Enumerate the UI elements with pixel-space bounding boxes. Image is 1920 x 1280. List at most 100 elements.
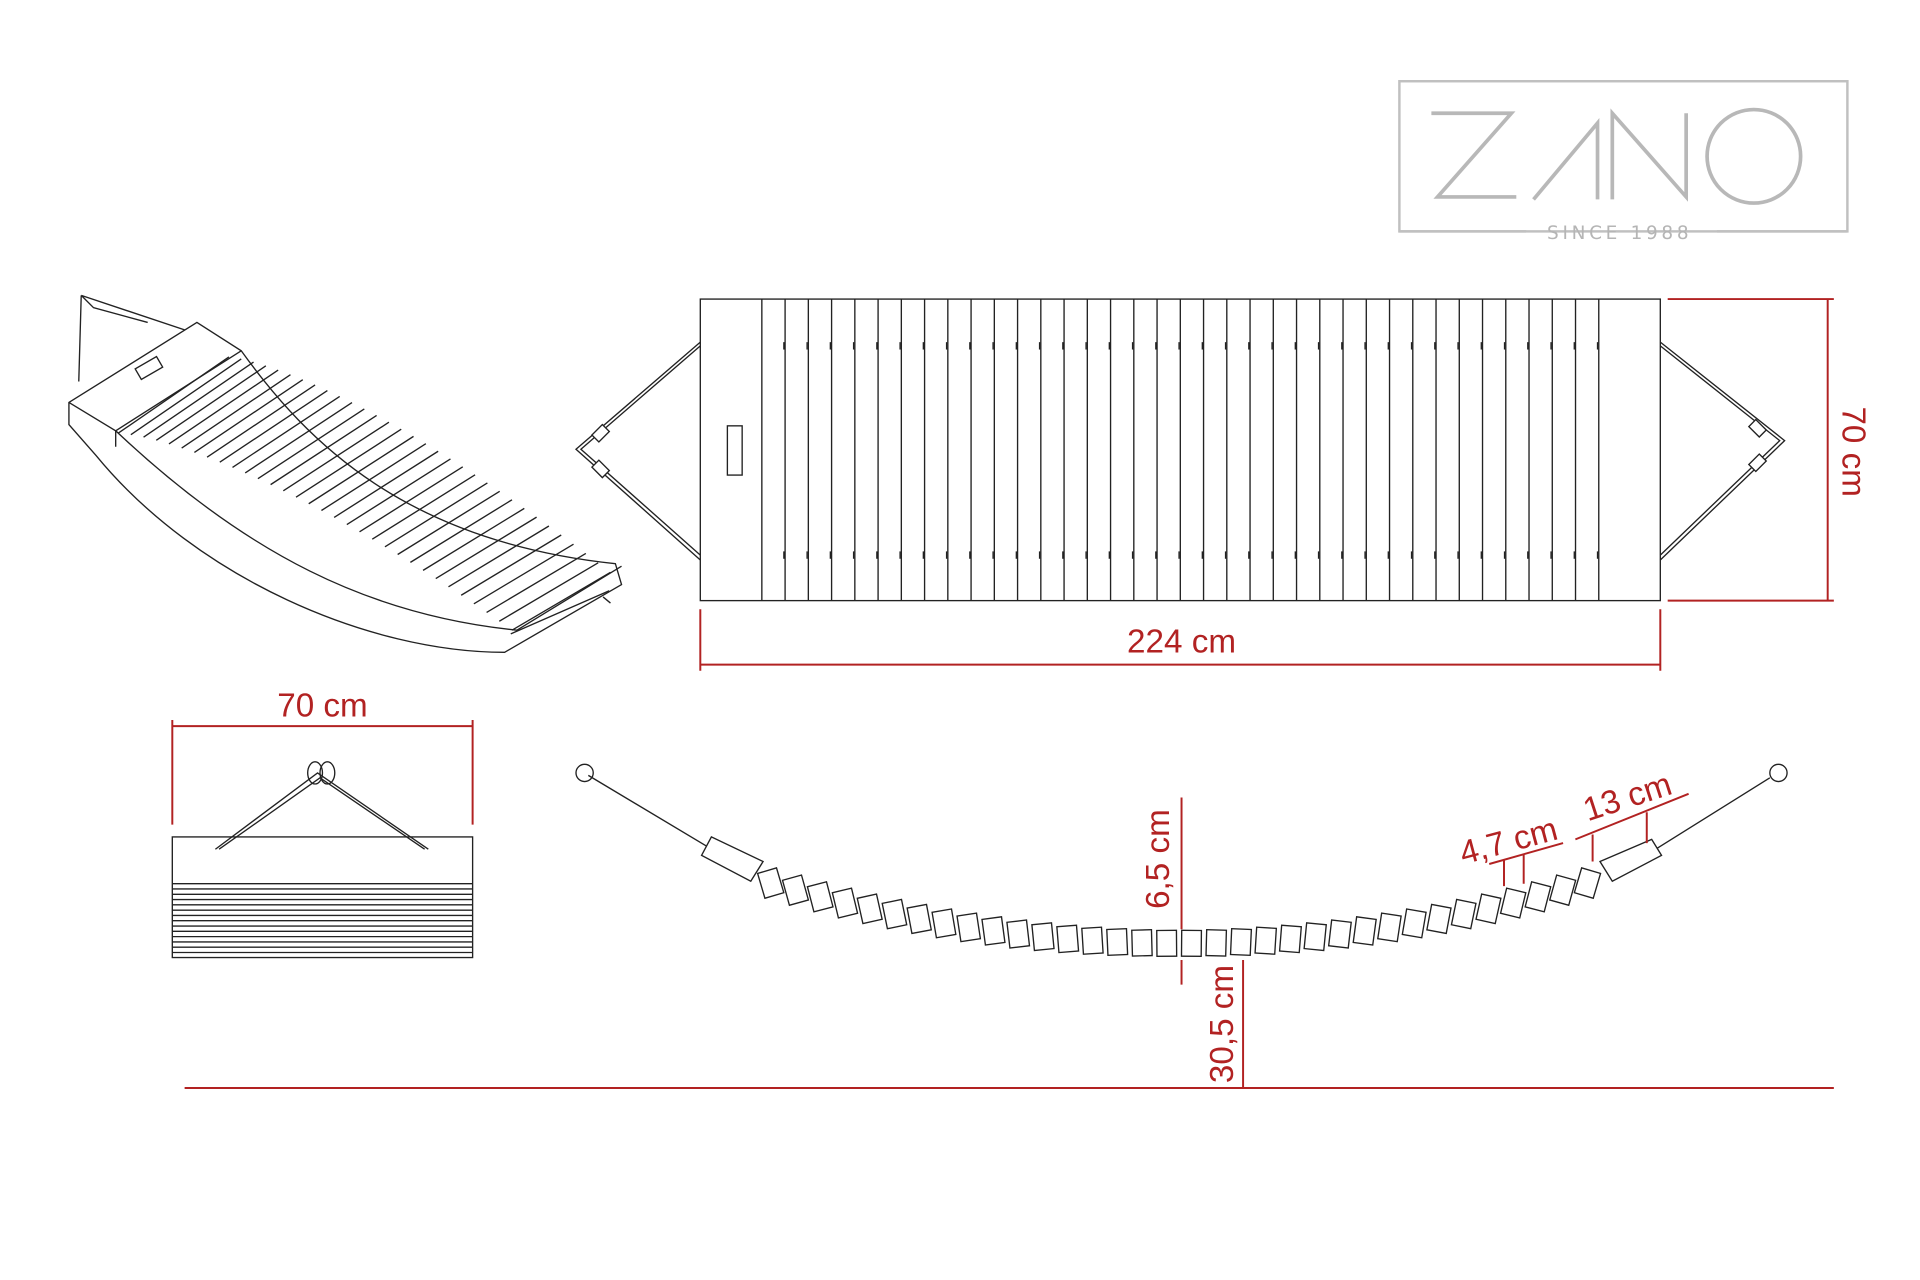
side-slat: [1573, 867, 1602, 900]
perspective-slat: [460, 534, 562, 596]
side-slat: [1426, 903, 1452, 935]
perspective-slat: [181, 374, 291, 449]
side-view: [575, 763, 1788, 958]
right-clamp: [1747, 418, 1768, 438]
side-slat: [806, 880, 834, 913]
perspective-slat: [308, 435, 414, 505]
perspective-cables: [78, 294, 185, 382]
perspective-slat: [346, 458, 451, 526]
left-clamp: [590, 423, 611, 443]
perspective-slat: [295, 428, 402, 498]
perspective-slat: [257, 408, 365, 480]
perspective-slat: [155, 365, 267, 441]
side-slat: [756, 867, 785, 900]
side-slat: [831, 887, 859, 919]
side-slat: [1524, 880, 1552, 913]
perspective-slat: [397, 490, 501, 556]
side-slat: [1205, 929, 1228, 957]
side-slat: [1278, 924, 1303, 954]
side-slat: [981, 916, 1006, 946]
perspective-slat: [410, 499, 513, 563]
side-slat: [856, 893, 883, 925]
end-board-label: 13 cm: [1579, 766, 1676, 829]
left-eyelet: [575, 763, 594, 783]
side-cables: [587, 774, 1771, 853]
side-slat: [1327, 919, 1352, 949]
left-cable: [574, 341, 701, 561]
perspective-slat: [448, 525, 550, 588]
perspective-slat: [384, 482, 488, 548]
right-eyelet: [1769, 763, 1788, 783]
perspective-logo-badge: [134, 355, 164, 381]
perspective-slat: [371, 474, 476, 540]
logo-tagline: SINCE 1988: [1547, 223, 1692, 244]
zano-logo: SINCE 1988: [1398, 80, 1849, 244]
perspective-slat: [333, 450, 439, 519]
left-end-board: [700, 836, 765, 883]
side-slat: [1031, 922, 1055, 952]
perspective-slat: [194, 379, 304, 453]
top-view: [574, 298, 1786, 602]
width-top-label: 70 cm: [1834, 406, 1871, 496]
side-slat: [931, 908, 957, 939]
right-clamp: [1747, 453, 1768, 473]
perspective-slat: [435, 516, 537, 580]
side-slat: [1303, 922, 1328, 952]
perspective-cable-right: [510, 590, 611, 635]
length-label: 224 cm: [1127, 623, 1236, 660]
side-slat: [906, 903, 933, 935]
perspective-slat: [219, 390, 328, 463]
left-clamp: [590, 459, 611, 479]
perspective-view: [68, 294, 623, 653]
logo-letters: [1431, 108, 1688, 202]
side-slat: [1229, 927, 1253, 957]
clearance-label: 30,5 cm: [1204, 965, 1241, 1083]
side-slat: [881, 898, 908, 930]
perspective-slat: [486, 552, 587, 614]
length-dimension: 224 cm: [699, 609, 1662, 671]
perspective-slat: [130, 358, 242, 436]
perspective-slat: [232, 395, 341, 468]
hanging-ring: [307, 761, 324, 785]
perspective-slat: [143, 361, 254, 438]
width-dimension-front: 70 cm: [171, 687, 474, 825]
side-slat: [1131, 929, 1153, 957]
perspective-slat: [321, 443, 427, 512]
side-slat: [956, 912, 982, 943]
side-slat: [1499, 887, 1527, 919]
side-slat: [1106, 927, 1129, 957]
width-front-label: 70 cm: [277, 687, 367, 724]
top-view-logo-badge: [726, 425, 743, 476]
perspective-slat: [270, 414, 377, 486]
side-slat: [1006, 919, 1031, 949]
side-slat: [1352, 916, 1377, 946]
hanging-ring: [319, 761, 336, 785]
width-dimension-top: 70 cm: [1667, 298, 1871, 602]
slat-width-label: 4,7 cm: [1456, 811, 1562, 873]
side-slat: [1081, 926, 1104, 955]
front-view: [171, 761, 474, 959]
side-slat: [1254, 926, 1278, 955]
side-slat: [1475, 893, 1502, 925]
logo-frame: [1398, 80, 1849, 233]
side-slat: [1180, 929, 1203, 958]
perspective-slat: [282, 421, 390, 492]
perspective-slat: [168, 369, 279, 445]
perspective-slat: [117, 356, 230, 434]
logo-letter-o: [1705, 107, 1803, 205]
side-slat: [1548, 874, 1577, 907]
right-cable: [1659, 341, 1786, 561]
side-slat: [781, 874, 810, 907]
slat-width-dimension: 4,7 cm: [1456, 811, 1564, 887]
thickness-label: 6,5 cm: [1140, 809, 1177, 909]
perspective-slat: [473, 543, 574, 605]
perspective-slat: [359, 466, 464, 533]
perspective-slat: [206, 384, 316, 458]
thickness-dimension: 6,5 cm 30,5 cm: [1140, 797, 1245, 1088]
side-slat: [1056, 924, 1080, 954]
right-end-board: [1599, 838, 1663, 883]
perspective-slat: [422, 507, 525, 571]
front-cables: [214, 772, 429, 850]
